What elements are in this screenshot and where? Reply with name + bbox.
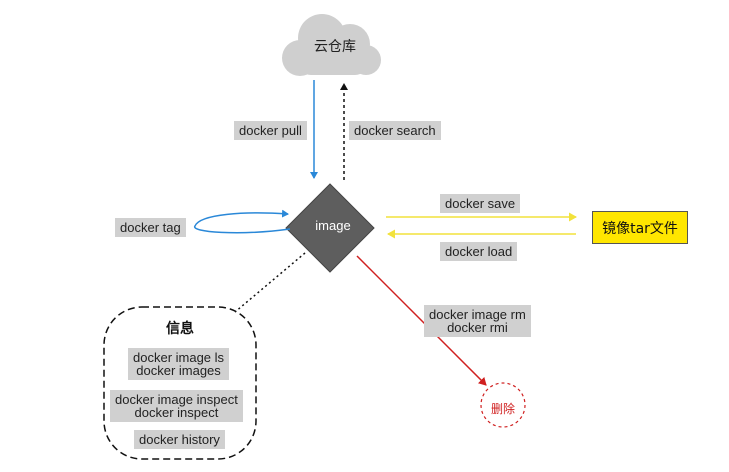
- image-node: [285, 183, 375, 273]
- cloud-repository-node: [282, 14, 381, 76]
- tag-loop-arrow: [194, 209, 291, 234]
- info-box: [103, 306, 257, 460]
- info-item-ls: docker image ls docker images: [128, 348, 230, 380]
- info-item-inspect: docker image inspect docker inspect: [110, 390, 243, 422]
- delete-node: [480, 382, 526, 428]
- info-item-inspect-line2: docker inspect: [134, 405, 219, 420]
- tar-file-label: 镜像tar文件: [602, 220, 678, 237]
- info-item-history: docker history: [134, 430, 225, 449]
- info-item-ls-line2: docker images: [136, 363, 221, 378]
- save-label: docker save: [440, 194, 521, 213]
- rm-label-line2: docker rmi: [447, 320, 508, 335]
- cloud-label: 云仓库: [314, 39, 356, 55]
- info-connector: [234, 252, 306, 313]
- tag-label: docker tag: [115, 218, 186, 237]
- info-title: 信息: [166, 321, 194, 337]
- delete-arrow: [356, 255, 487, 386]
- pull-label: docker pull: [234, 121, 307, 140]
- image-label: image: [315, 218, 351, 233]
- info-item-ls-line1: docker image ls: [133, 350, 225, 365]
- delete-label: 删除: [490, 402, 515, 416]
- info-item-inspect-line1: docker image inspect: [115, 392, 238, 407]
- rm-label-line1: docker image rm: [429, 307, 526, 322]
- search-label: docker search: [349, 121, 441, 140]
- load-label: docker load: [440, 242, 518, 261]
- rm-label: docker image rm docker rmi: [424, 305, 531, 337]
- tar-file-node: 镜像tar文件: [592, 211, 688, 244]
